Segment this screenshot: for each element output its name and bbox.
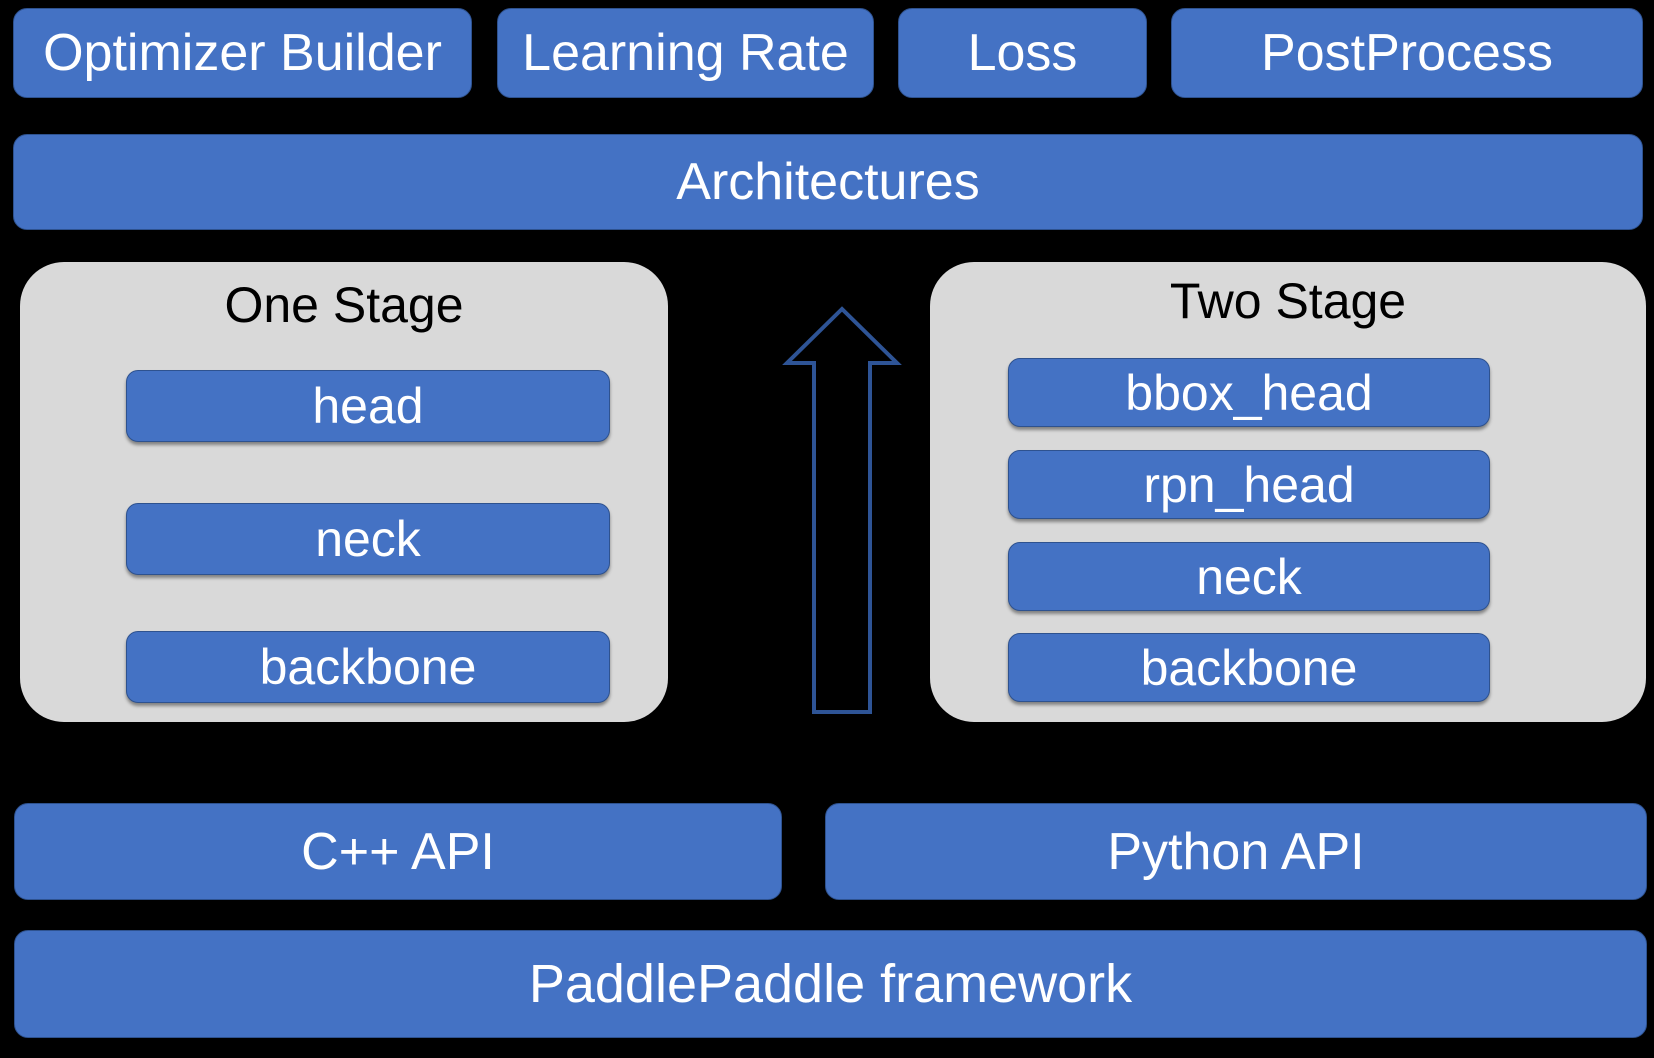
one-stage-component-neck[interactable]: neck: [126, 503, 610, 575]
architectures-bar[interactable]: Architectures: [13, 134, 1643, 230]
two-stage-panel: Two Stage bbox_head rpn_head neck backbo…: [930, 262, 1646, 722]
one-stage-component-head[interactable]: head: [126, 370, 610, 442]
api-label: C++ API: [301, 822, 495, 881]
component-label: backbone: [1140, 639, 1358, 696]
paddlepaddle-framework-bar[interactable]: PaddlePaddle framework: [14, 930, 1647, 1038]
one-stage-component-backbone[interactable]: backbone: [126, 631, 610, 703]
module-label: Optimizer Builder: [43, 24, 442, 82]
two-stage-component-neck[interactable]: neck: [1008, 542, 1490, 611]
module-postprocess[interactable]: PostProcess: [1171, 8, 1643, 98]
cpp-api-bar[interactable]: C++ API: [14, 803, 782, 900]
framework-label: PaddlePaddle framework: [528, 954, 1133, 1014]
module-learning-rate[interactable]: Learning Rate: [497, 8, 874, 98]
component-label: head: [312, 378, 424, 434]
component-label: neck: [315, 511, 421, 567]
two-stage-component-rpn-head[interactable]: rpn_head: [1008, 450, 1490, 519]
module-label: Learning Rate: [522, 24, 849, 82]
two-stage-component-bbox-head[interactable]: bbox_head: [1008, 358, 1490, 427]
api-label: Python API: [1107, 822, 1365, 881]
module-label: PostProcess: [1261, 24, 1553, 82]
component-label: neck: [1196, 548, 1302, 605]
architectures-label: Architectures: [676, 153, 980, 211]
python-api-bar[interactable]: Python API: [825, 803, 1647, 900]
one-stage-panel: One Stage head neck backbone: [20, 262, 668, 722]
component-label: bbox_head: [1125, 364, 1373, 421]
one-stage-title: One Stage: [224, 277, 464, 333]
two-stage-title: Two Stage: [1169, 273, 1407, 329]
up-arrow-icon: [782, 306, 902, 714]
two-stage-component-backbone[interactable]: backbone: [1008, 633, 1490, 702]
component-label: rpn_head: [1143, 456, 1355, 513]
module-optimizer-builder[interactable]: Optimizer Builder: [13, 8, 472, 98]
module-loss[interactable]: Loss: [898, 8, 1147, 98]
module-label: Loss: [967, 24, 1078, 82]
component-label: backbone: [259, 639, 477, 695]
